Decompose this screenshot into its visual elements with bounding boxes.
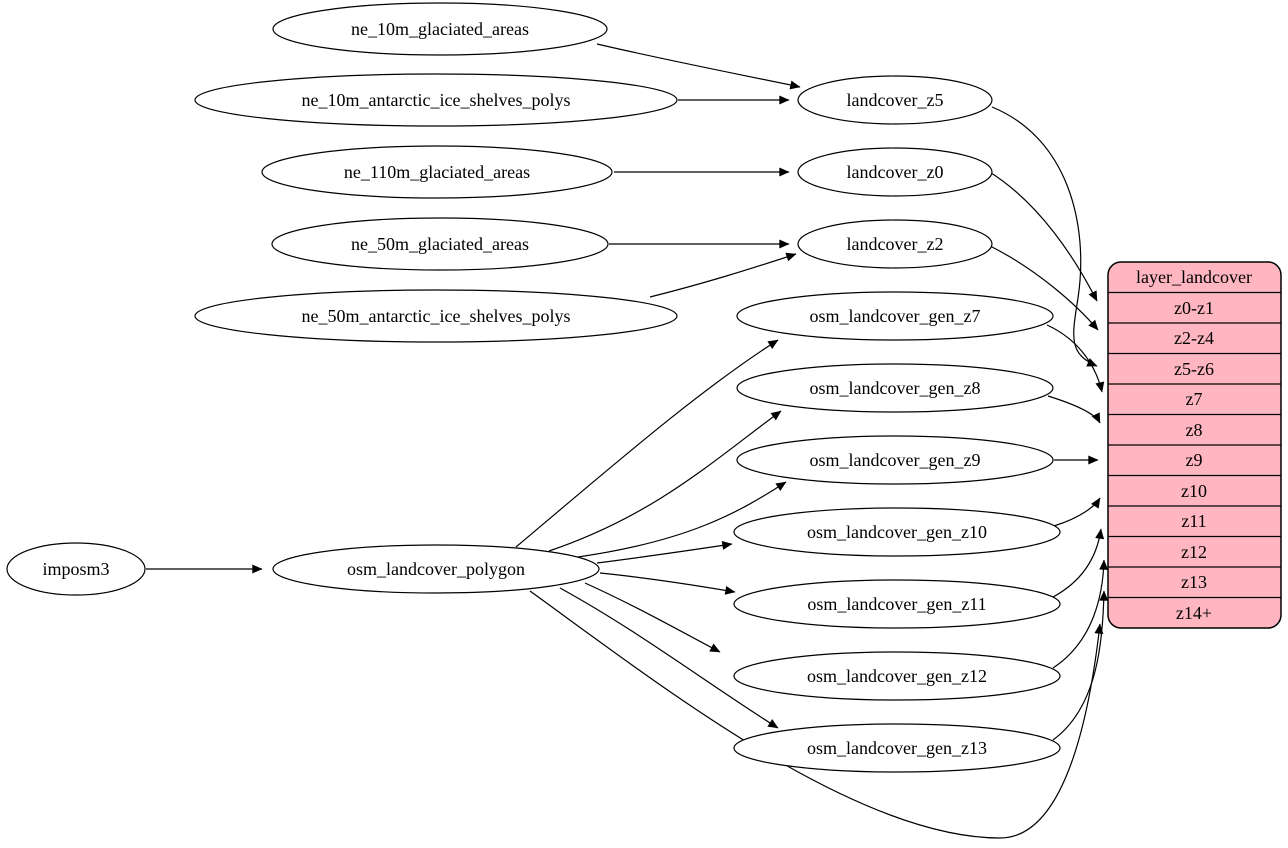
node-ne_50m_glaciated_areas: ne_50m_glaciated_areas (271, 217, 609, 271)
node-label: osm_landcover_gen_z12 (807, 666, 987, 686)
node-label: landcover_z5 (847, 90, 944, 110)
edge-ne_10m_glaciated_areas-to-landcover_z5 (596, 43, 801, 90)
node-osm_landcover_gen_z13: osm_landcover_gen_z13 (733, 723, 1061, 773)
node-label: osm_landcover_gen_z11 (807, 594, 986, 614)
node-ellipse (261, 145, 613, 199)
node-ne_10m_antarctic_ice_shelves_polys: ne_10m_antarctic_ice_shelves_polys (194, 73, 678, 127)
record-row-z9: z9 (1186, 450, 1203, 470)
record-row-z14plus: z14+ (1176, 603, 1212, 623)
node-ellipse (194, 289, 678, 343)
node-osm_landcover_gen_z11: osm_landcover_gen_z11 (733, 579, 1061, 629)
node-label: osm_landcover_polygon (347, 559, 525, 579)
node-ellipse (736, 435, 1054, 485)
edge-group (146, 43, 1109, 839)
node-label: ne_110m_glaciated_areas (344, 162, 530, 182)
node-ne_10m_glaciated_areas: ne_10m_glaciated_areas (272, 2, 608, 56)
node-ellipse (797, 147, 993, 197)
node-osm_landcover_gen_z12: osm_landcover_gen_z12 (733, 651, 1061, 701)
node-osm_landcover_gen_z7: osm_landcover_gen_z7 (736, 291, 1054, 341)
edge-osm_landcover_polygon-to-osm_landcover_gen_z7 (515, 339, 779, 548)
edge-osm_landcover_gen_z12-to-row-z12 (1052, 559, 1109, 669)
node-label: imposm3 (42, 559, 109, 579)
record-row-z11: z11 (1181, 511, 1206, 531)
node-ellipse (271, 217, 609, 271)
node-label: osm_landcover_gen_z13 (807, 738, 987, 758)
node-label: ne_50m_glaciated_areas (351, 234, 529, 254)
edge-osm_landcover_polygon-to-osm_landcover_gen_z12 (584, 582, 721, 653)
edge-osm_landcover_polygon-to-osm_landcover_gen_z11 (599, 572, 736, 595)
node-osm_landcover_gen_z10: osm_landcover_gen_z10 (733, 507, 1061, 557)
edge-osm_landcover_polygon-to-osm_landcover_gen_z8 (548, 410, 782, 552)
node-label: osm_landcover_gen_z7 (810, 306, 981, 326)
node-landcover_z5: landcover_z5 (797, 75, 993, 125)
record-row-z12: z12 (1181, 542, 1207, 562)
node-ellipse (272, 2, 608, 56)
node-label: ne_10m_glaciated_areas (351, 19, 529, 39)
record-row-z5-z6: z5-z6 (1174, 359, 1214, 379)
edge-osm_landcover_polygon-to-osm_landcover_gen_z9 (577, 481, 787, 558)
node-ellipse (736, 363, 1054, 413)
node-label: osm_landcover_gen_z10 (807, 522, 987, 542)
edge-osm_landcover_gen_z11-to-row-z11 (1052, 528, 1105, 598)
edge-osm_landcover_gen_z13-to-row-z13 (1052, 590, 1109, 741)
node-ellipse (797, 75, 993, 125)
edge-osm_landcover_polygon-to-row-z14 (529, 590, 1104, 839)
node-imposm3: imposm3 (6, 542, 146, 596)
node-ellipse (736, 291, 1054, 341)
node-ellipse (194, 73, 678, 127)
record-row-z8: z8 (1186, 420, 1203, 440)
node-ellipse (797, 219, 993, 269)
node-ellipse (272, 544, 600, 594)
edge-ne_50m_antarctic_ice_shelves_polys-to-landcover_z2 (649, 252, 797, 298)
edge-landcover_z2-to-row-z2-z4 (987, 244, 1099, 331)
node-ellipse (733, 579, 1061, 629)
node-label: landcover_z0 (847, 162, 944, 182)
node-ellipse (733, 723, 1061, 773)
node-label: landcover_z2 (847, 234, 944, 254)
edge-osm_landcover_gen_z10-to-row-z10 (1053, 497, 1101, 527)
node-landcover_z2: landcover_z2 (797, 219, 993, 269)
node-osm_landcover_gen_z8: osm_landcover_gen_z8 (736, 363, 1054, 413)
record-title: layer_landcover (1136, 267, 1252, 287)
node-landcover_z0: landcover_z0 (797, 147, 993, 197)
node-label: ne_10m_antarctic_ice_shelves_polys (302, 90, 571, 110)
edge-osm_landcover_polygon-to-osm_landcover_gen_z13 (559, 587, 779, 729)
edge-osm_landcover_gen_z7-to-row-z7 (1046, 324, 1105, 393)
node-osm_landcover_gen_z9: osm_landcover_gen_z9 (736, 435, 1054, 485)
node-label: ne_50m_antarctic_ice_shelves_polys (302, 306, 571, 326)
node-ellipse (733, 651, 1061, 701)
node-ne_110m_glaciated_areas: ne_110m_glaciated_areas (261, 145, 613, 199)
record-row-z13: z13 (1181, 572, 1207, 592)
node-ellipse (6, 542, 146, 596)
record-row-z0-z1: z0-z1 (1174, 298, 1214, 318)
edge-landcover_z0-to-row-z0-z1 (987, 170, 1098, 302)
edge-osm_landcover_gen_z8-to-row-z8 (1047, 395, 1101, 424)
node-label: osm_landcover_gen_z9 (810, 450, 981, 470)
node-osm_landcover_polygon: osm_landcover_polygon (272, 544, 600, 594)
node-layer_landcover-record: layer_landcover z0-z1 z2-z4 z5-z6 z7 z8 … (1107, 261, 1282, 629)
node-ne_50m_antarctic_ice_shelves_polys: ne_50m_antarctic_ice_shelves_polys (194, 289, 678, 343)
node-label: osm_landcover_gen_z8 (810, 378, 981, 398)
record-row-z2-z4: z2-z4 (1174, 328, 1214, 348)
edge-osm_landcover_polygon-to-osm_landcover_gen_z10 (596, 540, 733, 564)
edge-landcover_z5-to-row-z5-z6 (991, 106, 1098, 367)
node-ellipse (733, 507, 1061, 557)
record-row-z7: z7 (1186, 389, 1203, 409)
record-row-z10: z10 (1181, 481, 1207, 501)
